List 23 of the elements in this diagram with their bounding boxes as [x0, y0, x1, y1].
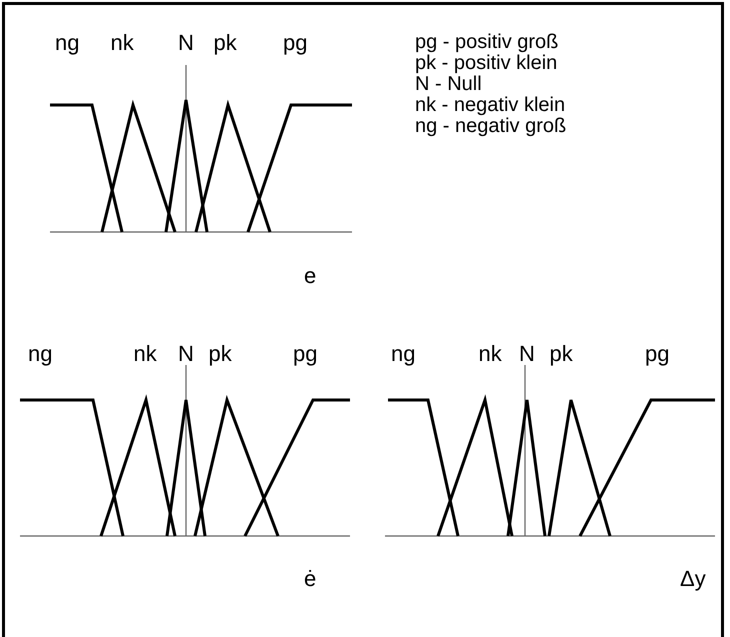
term-label: pg: [293, 343, 318, 365]
term-label: ng: [391, 343, 416, 365]
term-label: nk: [478, 343, 502, 365]
term-label: pg: [645, 343, 670, 365]
term-label: N: [178, 343, 194, 365]
term-label: pk: [208, 343, 232, 365]
legend-text: N - Null: [415, 74, 482, 94]
term-label: N: [178, 32, 194, 54]
legend-text: nk - negativ klein: [415, 95, 566, 115]
term-label: ng: [55, 32, 80, 54]
term-label: pg: [283, 32, 308, 54]
term-label: pk: [550, 343, 573, 365]
legend-text: pk - positiv klein: [415, 53, 558, 73]
legend-text: ng - negativ groß: [415, 116, 566, 136]
term-label: nk: [134, 343, 157, 365]
axis-label: Δy: [680, 568, 706, 590]
term-label: pk: [214, 32, 237, 54]
term-label: N: [519, 343, 535, 365]
axis-label: e: [304, 265, 316, 287]
term-label: nk: [110, 32, 134, 54]
legend-text: pg - positiv groß: [415, 32, 558, 52]
axis-label: ė: [304, 568, 316, 590]
term-label: ng: [28, 343, 52, 365]
